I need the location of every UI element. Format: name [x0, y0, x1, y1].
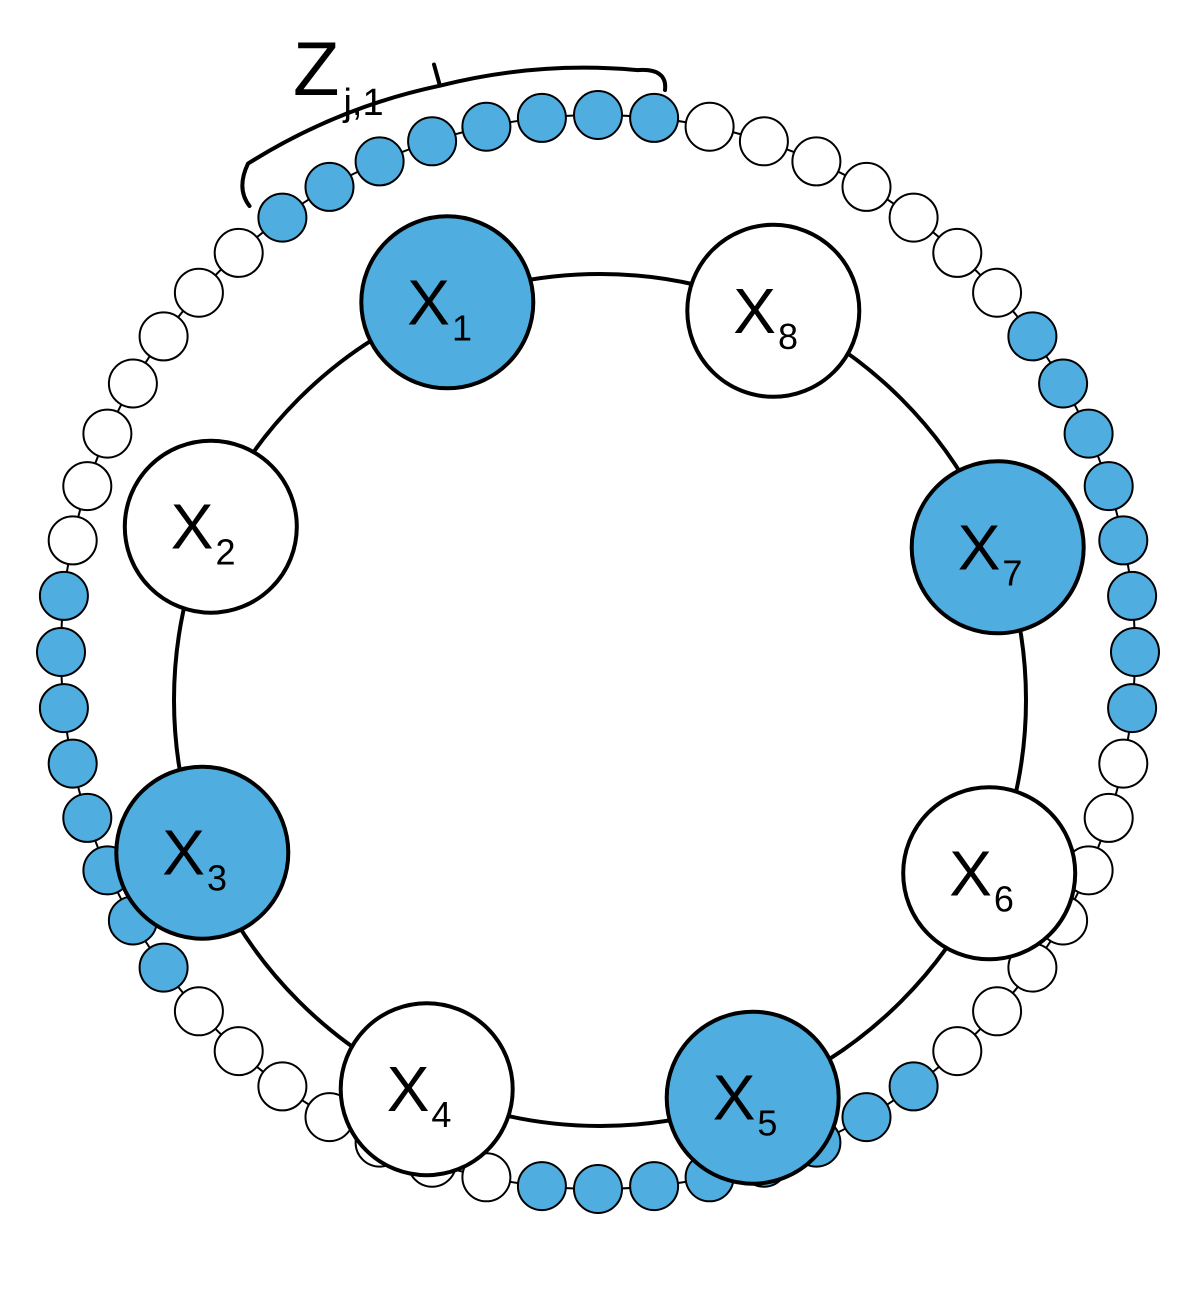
- node-circle: [901, 785, 1078, 962]
- node-label: X6: [949, 837, 1014, 919]
- bead-empty: [932, 227, 983, 278]
- node-label: X8: [733, 275, 798, 357]
- node-x4: X4: [338, 1001, 515, 1178]
- node-circle: [114, 764, 291, 941]
- node-x1: X1: [359, 214, 536, 391]
- bead-filled: [1038, 358, 1089, 409]
- node-label-sub: 1: [452, 307, 472, 348]
- bead-empty: [213, 227, 264, 278]
- bead-filled: [1083, 461, 1134, 512]
- bead-filled: [629, 92, 680, 143]
- bead-filled: [38, 570, 89, 621]
- node-x7: X7: [909, 459, 1086, 636]
- node-label-main: X: [171, 491, 214, 563]
- node-label-main: X: [387, 1053, 430, 1125]
- node-x6: X6: [901, 785, 1078, 962]
- node-x2: X2: [122, 438, 299, 615]
- node-label-main: X: [733, 275, 776, 347]
- bead-filled: [841, 1092, 892, 1143]
- node-circle: [909, 459, 1086, 636]
- bead-filled: [573, 1164, 623, 1214]
- node-label-sub: 3: [207, 858, 227, 899]
- node-label-main: X: [407, 266, 450, 338]
- brace-label-main: Z: [293, 27, 339, 112]
- node-label-sub: 7: [1002, 552, 1022, 593]
- bead-group: [36, 90, 1160, 1214]
- bead-filled: [1063, 408, 1114, 459]
- node-circle: [685, 222, 862, 399]
- bead-filled: [516, 92, 567, 143]
- node-label-sub: 2: [215, 532, 235, 573]
- node-circle: [359, 214, 536, 391]
- node-label: X4: [387, 1053, 452, 1135]
- brace-label-sub: j,1: [342, 82, 383, 124]
- node-circle: [338, 1001, 515, 1178]
- bead-empty: [684, 101, 735, 152]
- bead-filled: [1007, 311, 1058, 362]
- bead-empty: [738, 116, 789, 167]
- bead-filled: [516, 1161, 567, 1212]
- bead-filled: [1110, 627, 1160, 677]
- node-x8: X8: [685, 222, 862, 399]
- bead-empty: [932, 1026, 983, 1077]
- bead-empty: [972, 986, 1023, 1037]
- node-label: X3: [162, 817, 227, 899]
- bead-filled: [629, 1161, 680, 1212]
- outer-bead-chain: [36, 90, 1160, 1214]
- bead-empty: [47, 515, 98, 566]
- bead-filled: [257, 192, 308, 243]
- bead-empty: [138, 311, 189, 362]
- node-label: X7: [958, 511, 1023, 593]
- node-label: X1: [407, 266, 472, 348]
- bead-filled: [36, 627, 86, 677]
- bead-empty: [1098, 738, 1149, 789]
- node-label-main: X: [958, 511, 1001, 583]
- node-x5: X5: [664, 1009, 841, 1186]
- bead-filled: [407, 116, 458, 167]
- bead-empty: [972, 267, 1023, 318]
- bead-filled: [47, 738, 98, 789]
- bead-filled: [573, 90, 623, 140]
- node-label-main: X: [713, 1062, 756, 1134]
- bead-filled: [38, 683, 89, 734]
- bead-filled: [1107, 683, 1158, 734]
- bead-empty: [791, 136, 842, 187]
- inner-ring: [172, 272, 1028, 1128]
- bead-empty: [173, 267, 224, 318]
- node-label-sub: 5: [757, 1103, 777, 1144]
- bead-empty: [841, 161, 892, 212]
- bead-empty: [82, 408, 133, 459]
- bead-filled: [1098, 515, 1149, 566]
- node-label: X2: [171, 491, 236, 573]
- bead-filled: [888, 1061, 939, 1112]
- node-label-main: X: [162, 817, 205, 889]
- bead-empty: [257, 1061, 308, 1112]
- bead-empty: [62, 461, 113, 512]
- node-label-sub: 4: [431, 1094, 451, 1135]
- bead-filled: [461, 101, 512, 152]
- bead-filled: [138, 942, 189, 993]
- node-circle: [122, 438, 299, 615]
- node-label: X5: [713, 1062, 778, 1144]
- bead-filled: [62, 792, 113, 843]
- bead-filled: [304, 161, 355, 212]
- node-x3: X3: [114, 764, 291, 941]
- node-label-main: X: [949, 837, 992, 909]
- bead-empty: [173, 986, 224, 1037]
- bead-filled: [1107, 570, 1158, 621]
- bead-empty: [107, 358, 158, 409]
- brace-curve: [240, 62, 668, 208]
- bead-empty: [888, 192, 939, 243]
- bead-filled: [354, 136, 405, 187]
- bead-empty: [213, 1026, 264, 1077]
- node-label-sub: 6: [994, 878, 1014, 919]
- bead-empty: [1083, 792, 1134, 843]
- node-label-sub: 8: [778, 316, 798, 357]
- node-circle: [664, 1009, 841, 1186]
